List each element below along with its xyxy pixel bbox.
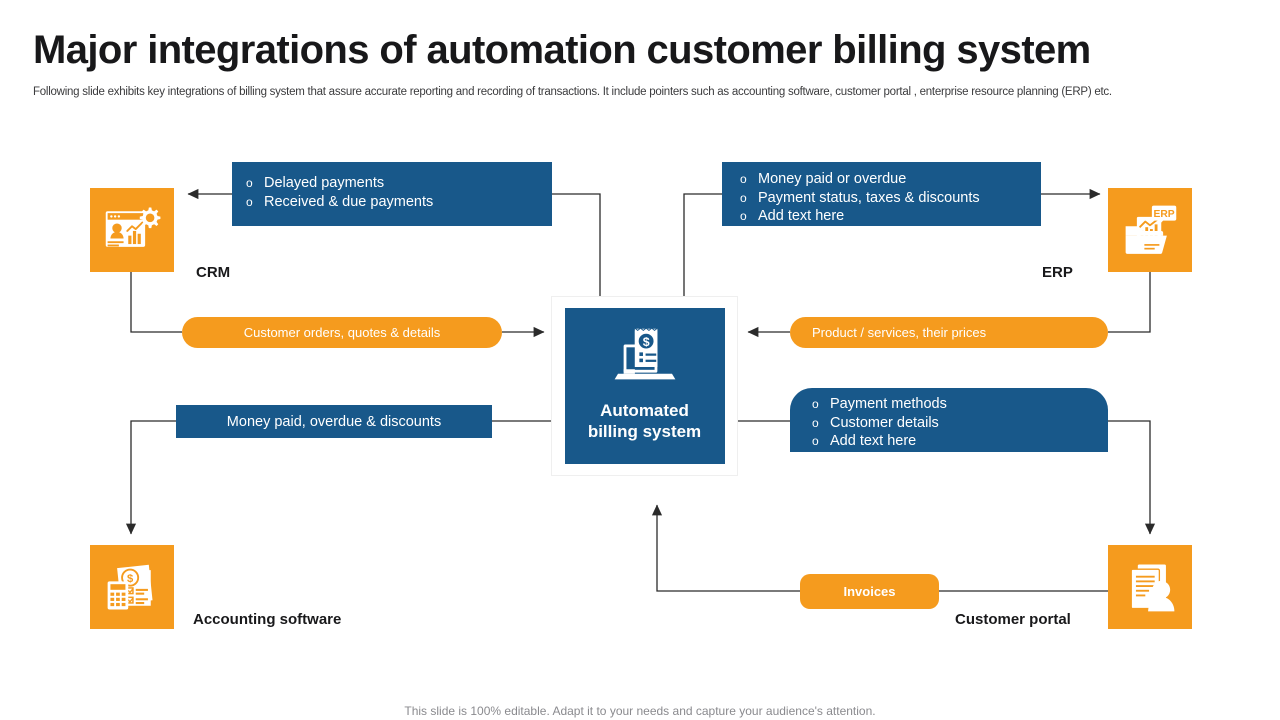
- node-label-customer-portal: Customer portal: [955, 611, 1071, 628]
- node-tile-customer-portal[interactable]: [1108, 545, 1192, 629]
- page-title: Major integrations of automation custome…: [33, 28, 1091, 72]
- node-label-crm: CRM: [196, 264, 231, 281]
- laptop-invoice-dollar-icon: $ $: [614, 327, 675, 380]
- info-box-crm: Delayed payments Received & due payments: [232, 162, 552, 226]
- list-item: Payment status, taxes & discounts: [736, 189, 1031, 208]
- list-item: Money paid or overdue: [736, 170, 1031, 189]
- info-box-erp: Money paid or overdue Payment status, ta…: [722, 162, 1041, 226]
- pill-customer-orders[interactable]: Customer orders, quotes & details: [182, 317, 502, 348]
- center-node-automated-billing-system[interactable]: $ $: [552, 297, 737, 475]
- list-item: Received & due payments: [242, 193, 542, 212]
- pill-label: Product / services, their prices: [812, 325, 987, 340]
- list-item: Add text here: [808, 432, 1098, 451]
- info-box-accounting: Money paid, overdue & discounts: [176, 405, 492, 438]
- footer-note: This slide is 100% editable. Adapt it to…: [404, 704, 876, 718]
- node-tile-accounting[interactable]: $: [90, 545, 174, 629]
- wire-payment-to-portal: [1108, 420, 1156, 535]
- node-tile-crm[interactable]: [90, 188, 174, 272]
- page-subtitle: Following slide exhibits key integration…: [33, 86, 1112, 98]
- svg-text:$: $: [127, 573, 134, 585]
- pill-invoices[interactable]: Invoices: [800, 574, 939, 609]
- erp-folder-chart-icon: ERP: [1125, 205, 1177, 254]
- svg-text:ERP: ERP: [1153, 209, 1174, 220]
- center-label-line2: billing system: [587, 422, 702, 441]
- list-item: Delayed payments: [242, 174, 542, 193]
- info-box-customer-portal: Payment methods Customer details Add tex…: [790, 388, 1108, 452]
- node-label-accounting: Accounting software: [193, 611, 342, 628]
- document-person-icon: [1130, 564, 1175, 612]
- list-item: Add text here: [736, 207, 1031, 226]
- node-tile-erp[interactable]: ERP: [1108, 188, 1192, 272]
- list-item: Payment methods: [808, 395, 1098, 414]
- calculator-invoice-dollar-icon: $: [107, 564, 153, 610]
- list-item: Customer details: [808, 414, 1098, 433]
- svg-text:$: $: [642, 335, 649, 349]
- center-label-line1: Automated: [600, 401, 689, 420]
- pill-product-services[interactable]: Product / services, their prices: [790, 317, 1108, 348]
- node-label-erp: ERP: [1042, 264, 1073, 281]
- pill-label: Customer orders, quotes & details: [243, 325, 441, 340]
- pill-label: Invoices: [843, 584, 896, 599]
- info-box-text: Money paid, overdue & discounts: [226, 413, 442, 430]
- wire-money-to-accounting: [125, 420, 176, 535]
- wire-invoices-to-center: [651, 504, 800, 592]
- crm-dashboard-gear-icon: [105, 207, 161, 247]
